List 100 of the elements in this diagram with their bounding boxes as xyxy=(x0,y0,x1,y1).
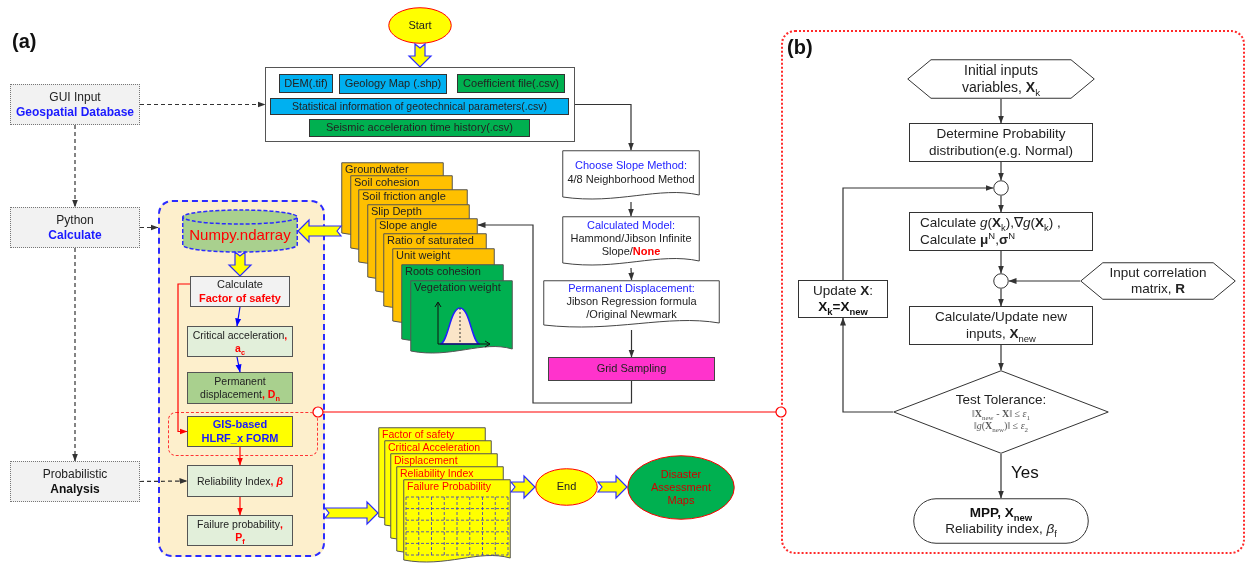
block-arrow xyxy=(297,218,343,244)
arrow xyxy=(840,317,894,413)
node-text: Probabilistic xyxy=(42,467,108,482)
arrow xyxy=(628,329,635,358)
layer-title: Groundwater xyxy=(345,163,409,176)
panel-label: (b) xyxy=(787,35,813,59)
panel-label: (a) xyxy=(12,30,37,53)
data-file-box xyxy=(339,74,447,94)
block-arrow xyxy=(407,42,433,68)
node-text: GIS-based HLRF_x FORM xyxy=(200,418,280,445)
document-box xyxy=(562,216,700,268)
node-text: Grid Sampling xyxy=(596,362,667,376)
start-oval xyxy=(388,7,452,44)
workflow-panel xyxy=(158,200,325,557)
node-text: Start xyxy=(408,18,432,33)
layer-title: Failure Probability xyxy=(407,480,492,493)
end-oval xyxy=(535,468,598,506)
dashed-arrow xyxy=(72,247,78,462)
dashed-arrow xyxy=(139,224,159,231)
node-text: Choose Slope Method: xyxy=(575,159,687,173)
result-oval xyxy=(627,455,735,520)
layer-title: Displacement xyxy=(394,454,458,467)
data-file-box xyxy=(279,74,333,93)
arrow xyxy=(574,103,634,151)
node-text: Failure probability, P$_{f}$ xyxy=(196,517,284,544)
node-text: Input correlation matrix, R xyxy=(1108,264,1208,298)
node-text: Coefficient file(.csv) xyxy=(463,76,559,91)
node-text: Determine Probability distribution(e.g. Normal) xyxy=(927,126,1075,159)
arrow xyxy=(628,201,634,217)
dashed-arrow xyxy=(72,124,78,208)
node-text: ‖g(X$_{new}$)‖ ≤ ε$_{2}$ xyxy=(973,420,1029,433)
layer-title: Slope angle xyxy=(379,219,438,232)
process-box xyxy=(187,372,293,404)
arrow xyxy=(628,267,635,281)
arrow xyxy=(237,446,243,466)
arrow xyxy=(235,306,242,327)
input-hexagon xyxy=(1080,262,1236,300)
node-text: Geology Map (.shp) xyxy=(344,77,442,91)
process-box xyxy=(187,416,293,447)
arrow xyxy=(998,453,1004,499)
document-stack xyxy=(378,427,511,565)
node-text: Python xyxy=(56,213,94,228)
layer-title: Ratio of saturated xyxy=(387,234,474,247)
document-box xyxy=(543,280,720,330)
layer-title: Soil cohesion xyxy=(354,176,420,189)
stage-box xyxy=(10,84,140,125)
data-file-box xyxy=(270,98,569,115)
node-text: ‖X$_{new}$ - X‖ ≤ ε$_{1}$ xyxy=(971,408,1030,421)
dashed-arrow xyxy=(139,478,188,485)
arrow xyxy=(998,98,1004,124)
process-box xyxy=(548,357,715,381)
arrow xyxy=(998,288,1004,307)
layer-title: Factor of safety xyxy=(382,428,455,441)
junction-circle xyxy=(993,273,1009,289)
node-text: Calculate xyxy=(48,227,102,242)
node-text: Analysis xyxy=(50,481,100,496)
node-text: Critical acceleration, a$_{c}$ xyxy=(191,328,289,355)
arrow xyxy=(842,185,994,281)
process-box xyxy=(798,280,888,318)
database-cylinder xyxy=(182,210,298,252)
document-box xyxy=(562,150,700,202)
process-box xyxy=(190,276,290,307)
node-text: Calculate xyxy=(217,278,263,292)
arrow xyxy=(998,195,1004,213)
highlight-frame xyxy=(168,412,318,456)
node-text: DEM(.tif) xyxy=(284,76,328,91)
node-text: Seismic acceleration time history(.csv) xyxy=(325,121,514,135)
block-arrow xyxy=(509,474,536,500)
data-file-box xyxy=(457,74,565,93)
input-hexagon xyxy=(907,59,1095,99)
arrow xyxy=(998,344,1004,371)
arrow xyxy=(235,356,242,373)
block-arrow xyxy=(596,474,628,500)
block-arrow xyxy=(323,500,379,526)
decision-diamond xyxy=(893,370,1109,454)
node-text: Calculate μ$^{N}$,σ$^{N}$ xyxy=(920,231,1015,248)
node-text: Hammond/Jibson Infinite Slope/None xyxy=(569,231,693,259)
dashed-arrow xyxy=(139,101,266,108)
panel-frame xyxy=(781,30,1245,554)
node-text: Jibson Regression formula /Original Newmark xyxy=(565,294,698,322)
node-text: Test Tolerance: xyxy=(955,391,1047,409)
node-text: 4/8 Neighborhood Method xyxy=(567,172,695,186)
layer-title: Reliability Index xyxy=(400,467,474,480)
process-box xyxy=(909,212,1093,251)
stage-box xyxy=(10,207,140,248)
process-box xyxy=(909,306,1093,345)
stage-box xyxy=(10,461,140,502)
node-text: Reliability Index, β xyxy=(197,474,283,488)
arrow xyxy=(998,161,1004,181)
node-text: Factor of safety xyxy=(199,291,281,305)
block-arrow xyxy=(227,250,253,277)
node-text: Calculate/Update new inputs, X$_{new}$ xyxy=(933,309,1069,342)
node-text: Permanent displacement, D$_{n}$ xyxy=(199,375,281,401)
layer-title: Critical Acceleration xyxy=(388,441,481,454)
node-text: Calculate g(X$_{k}$),∇g(X$_{k}$) , xyxy=(920,215,1061,232)
arrow xyxy=(1008,278,1081,284)
node-text: MPP, X$_{new}$ xyxy=(969,504,1033,521)
node-text: Calculated Model: xyxy=(586,218,676,232)
layer-title: Slip Depth xyxy=(371,205,422,218)
layer-title: Soil friction angle xyxy=(362,190,446,203)
